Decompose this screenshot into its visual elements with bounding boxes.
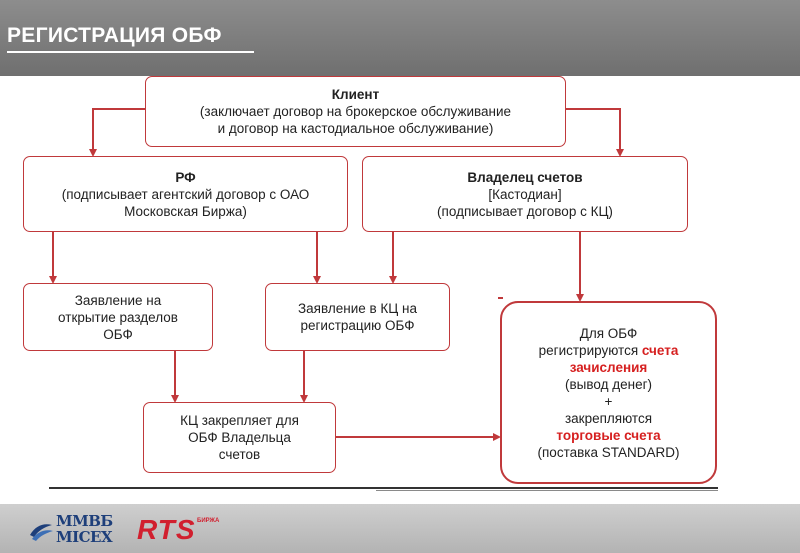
arrow-client-to-owner xyxy=(566,108,624,157)
accounts-line4: (вывод денег) xyxy=(565,376,652,392)
owner-box: Владелец счетов [Кастодиан] (подписывает… xyxy=(362,156,688,232)
owner-line2: (подписывает договор с КЦ) xyxy=(437,203,613,219)
accounts-line3-highlight: зачисления xyxy=(569,359,648,375)
req-sections-line1: Заявление на xyxy=(74,292,162,308)
owner-title: Владелец счетов xyxy=(467,169,583,185)
request-kc-box: Заявление в КЦ на регистрацию ОБФ xyxy=(265,283,450,351)
mmvb-line1: ММВБ xyxy=(56,512,113,530)
client-line1: (заключает договор на брокерское обслужи… xyxy=(199,104,512,119)
accounts-line2-plain: регистрируются xyxy=(538,342,642,358)
mmvb-line2: MICEX xyxy=(56,528,113,546)
accounts-line2: регистрируются счета xyxy=(539,342,679,359)
rf-box: РФ (подписывает агентский договор с ОАО … xyxy=(23,156,348,232)
page-title: РЕГИСТРАЦИЯ ОБФ xyxy=(7,24,222,47)
rf-title: РФ xyxy=(175,169,196,185)
request-sections-box: Заявление на открытие разделов ОБФ xyxy=(23,283,213,351)
owner-line1: [Кастодиан] xyxy=(488,186,562,202)
req-sections-line3: ОБФ xyxy=(103,326,133,342)
accounts-line1: Для ОБФ xyxy=(579,325,638,341)
footer-bar xyxy=(0,504,800,553)
mmvb-logo: ММВБ MICEX xyxy=(28,511,118,551)
client-title: Клиент xyxy=(331,87,380,102)
kc-assign-line3: счетов xyxy=(218,447,261,462)
header-bar: РЕГИСТРАЦИЯ ОБФ xyxy=(0,0,800,76)
rts-subtitle: БИРЖА xyxy=(197,518,220,524)
req-sections-line2: открытие разделов xyxy=(58,309,178,325)
accounts-line7-highlight: торговые счета xyxy=(556,427,661,443)
kc-assign-line2: ОБФ Владельца xyxy=(188,430,291,445)
req-kc-line1: Заявление в КЦ на xyxy=(298,301,417,316)
footer-divider xyxy=(49,487,718,489)
accounts-line8: (поставка STANDARD) xyxy=(537,444,680,460)
mmvb-wing-icon xyxy=(30,524,53,541)
req-kc-line2: регистрацию ОБФ xyxy=(300,318,415,333)
footer-divider-secondary xyxy=(376,490,718,491)
kc-assign-box: КЦ закрепляет для ОБФ Владельца счетов xyxy=(143,402,336,473)
obf-accounts-box: Для ОБФ регистрируются счета зачисления … xyxy=(500,301,717,484)
rf-line2: Московская Биржа) xyxy=(124,203,247,219)
title-underline xyxy=(7,51,254,53)
arrow-client-to-rf xyxy=(89,108,145,157)
client-line2: и договор на кастодиальное обслуживание) xyxy=(217,121,494,136)
rts-logo: RTS БИРЖА xyxy=(137,514,219,545)
client-box: Клиент (заключает договор на брокерское … xyxy=(145,76,566,147)
accounts-line6: закрепляются xyxy=(564,410,653,426)
rts-wordmark: RTS xyxy=(137,514,196,545)
accounts-line5: + xyxy=(604,393,613,409)
kc-assign-line1: КЦ закрепляет для xyxy=(180,413,299,428)
rf-line1: (подписывает агентский договор с ОАО xyxy=(61,186,310,202)
mmvb-wordmark: ММВБ MICEX xyxy=(56,513,113,545)
accounts-line2-highlight: счета xyxy=(641,342,679,358)
